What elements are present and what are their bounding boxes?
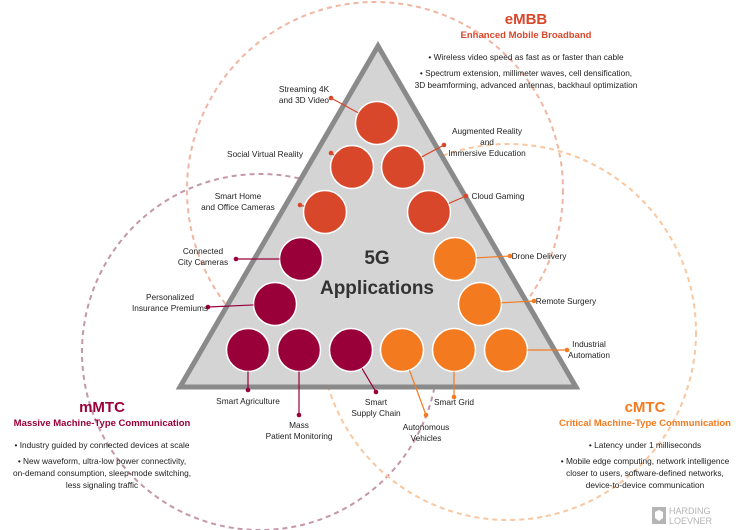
app-circle-streaming — [354, 100, 400, 146]
app-label-city-cameras: City Cameras — [178, 257, 228, 267]
leader-dot-supply-chain — [373, 389, 379, 395]
logo-text: LOEVNER — [669, 516, 713, 526]
app-circle-social-vr — [329, 144, 375, 190]
leader-dot-social-vr — [328, 150, 334, 156]
app-label-smart-home: Smart Home — [215, 191, 262, 201]
app-circle-smart-grid — [431, 327, 477, 373]
app-circle-smart-agriculture — [225, 327, 271, 373]
logo-shield-icon — [655, 510, 663, 521]
mmtc-bullet: less signaling traffic — [66, 480, 138, 490]
mmtc-bullet: • Industry guided by connected devices a… — [15, 440, 190, 450]
app-label-augmented-reality: Immersive Education — [448, 148, 526, 158]
logo-text: HARDING — [669, 506, 711, 516]
leader-dot-city-cameras — [233, 256, 239, 262]
leader-dot-augmented-reality — [441, 142, 447, 148]
app-label-autonomous-vehicles: Vehicles — [411, 433, 442, 443]
app-circle-drone-delivery — [432, 236, 478, 282]
app-label-social-vr: Social Virtual Reality — [227, 149, 304, 159]
embb-bullet: • Spectrum extension, millimeter waves, … — [420, 68, 632, 78]
app-circle-insurance — [252, 281, 298, 327]
embb-title: eMBB — [505, 11, 548, 28]
leader-line-streaming — [330, 97, 359, 114]
leader-dot-patient-monitoring — [296, 412, 302, 418]
embb-bullet: 3D beamforming, advanced antennas, backh… — [415, 80, 638, 90]
app-circle-autonomous-vehicles — [379, 327, 425, 373]
app-circle-patient-monitoring — [276, 327, 322, 373]
cmtc-title: cMTC — [625, 399, 666, 416]
leader-line-drone-delivery — [476, 255, 511, 259]
leader-dot-industrial-automation — [564, 347, 570, 353]
app-label-streaming: and 3D Video — [279, 95, 330, 105]
app-label-remote-surgery: Remote Surgery — [536, 296, 597, 306]
cmtc-subtitle: Critical Machine-Type Communication — [559, 418, 731, 429]
mmtc-subtitle: Massive Machine-Type Communication — [14, 418, 191, 429]
leader-dot-smart-grid — [451, 394, 457, 400]
mmtc-bullet: on-demand consumption, sleep-mode switch… — [13, 468, 191, 478]
app-label-patient-monitoring: Mass — [289, 420, 309, 430]
mmtc-title: mMTC — [79, 399, 125, 416]
app-circle-remote-surgery — [457, 281, 503, 327]
leader-dot-remote-surgery — [531, 298, 537, 304]
app-label-industrial-automation: Industrial — [572, 339, 606, 349]
embb-bullet: • Wireless video speed as fast as or fas… — [428, 52, 624, 62]
embb-subtitle: Enhanced Mobile Broadband — [461, 30, 592, 41]
app-label-smart-grid: Smart Grid — [434, 397, 474, 407]
app-label-industrial-automation: Automation — [568, 350, 610, 360]
cmtc-bullet: • Mobile edge computing, network intelli… — [561, 456, 730, 466]
leader-dot-insurance — [205, 304, 211, 310]
app-label-insurance: Personalized — [146, 292, 194, 302]
app-circle-smart-home — [302, 189, 348, 235]
leader-dot-smart-home — [297, 202, 303, 208]
app-label-patient-monitoring: Patient Monitoring — [266, 431, 333, 441]
app-label-smart-agriculture: Smart Agriculture — [216, 396, 280, 406]
leader-line-remote-surgery — [501, 300, 535, 304]
leader-line-supply-chain — [361, 368, 377, 393]
leader-dot-streaming — [328, 95, 334, 101]
leader-line-cloud-gaming — [448, 195, 467, 205]
app-label-insurance: Insurance Premiums — [132, 303, 208, 313]
cmtc-bullet: • Latency under 1 milliseconds — [589, 440, 701, 450]
app-circle-supply-chain — [328, 327, 374, 373]
harding-loevner-logo — [652, 507, 666, 524]
app-label-city-cameras: Connected — [183, 246, 224, 256]
app-label-augmented-reality: Augmented Reality — [452, 126, 523, 136]
app-circle-cloud-gaming — [406, 189, 452, 235]
mmtc-bullet: • New waveform, ultra-low power connecti… — [18, 456, 186, 466]
app-circle-city-cameras — [278, 236, 324, 282]
app-circle-augmented-reality — [380, 144, 426, 190]
leader-dot-smart-agriculture — [245, 387, 251, 393]
leader-line-augmented-reality — [421, 144, 445, 158]
app-label-drone-delivery: Drone Delivery — [512, 251, 568, 261]
app-label-cloud-gaming: Cloud Gaming — [471, 191, 524, 201]
center-title-5g: 5G — [364, 248, 389, 269]
cmtc-bullet: closer to users, software-defined networ… — [566, 468, 724, 478]
app-circle-industrial-automation — [483, 327, 529, 373]
app-label-supply-chain: Smart — [365, 397, 388, 407]
leader-line-autonomous-vehicles — [408, 369, 427, 416]
leader-dot-drone-delivery — [507, 253, 513, 259]
app-label-supply-chain: Supply Chain — [351, 408, 401, 418]
app-label-augmented-reality: and — [480, 137, 494, 147]
app-label-autonomous-vehicles: Autonomous — [403, 422, 450, 432]
embb-circle — [186, 1, 564, 379]
cmtc-bullet: device-to-device communication — [586, 480, 705, 490]
app-label-streaming: Streaming 4K — [279, 84, 330, 94]
cmtc-circle — [319, 143, 697, 521]
leader-line-insurance — [207, 304, 254, 308]
leader-dot-cloud-gaming — [463, 193, 469, 199]
leader-dot-autonomous-vehicles — [423, 412, 429, 418]
app-label-smart-home: and Office Cameras — [201, 202, 275, 212]
center-title-applications: Applications — [320, 278, 434, 299]
